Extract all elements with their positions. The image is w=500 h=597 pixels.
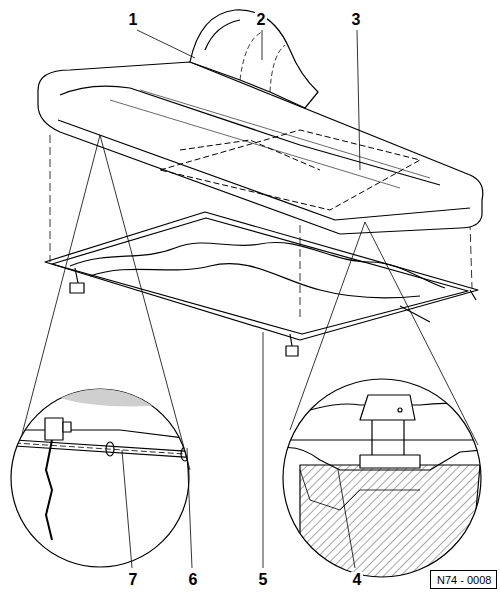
line-art	[58, 120, 470, 220]
line-art	[205, 20, 240, 50]
callout-number: 6	[187, 572, 200, 588]
line-art	[60, 86, 440, 185]
line-art	[360, 395, 415, 420]
line-art	[52, 218, 468, 334]
callout-number: 5	[257, 572, 270, 588]
line-art	[400, 290, 476, 322]
line-art	[63, 422, 71, 432]
line-art	[137, 30, 195, 58]
line-art	[45, 212, 478, 340]
line-art	[187, 448, 192, 568]
figure-number-box: N74 - 0008	[430, 570, 497, 589]
line-art	[15, 443, 200, 455]
line-art	[338, 470, 355, 568]
line-art	[300, 470, 420, 510]
line-art	[160, 130, 420, 210]
callout-number: 3	[350, 12, 363, 28]
line-art	[190, 10, 318, 108]
line-art	[11, 389, 189, 567]
line-art	[262, 30, 263, 60]
callout-number: 1	[127, 12, 140, 28]
line-art	[15, 440, 200, 458]
line-art	[286, 334, 298, 356]
line-art	[70, 268, 84, 293]
line-art	[110, 90, 430, 188]
line-art	[106, 442, 114, 456]
line-art	[10, 10, 483, 580]
line-art	[10, 380, 200, 540]
line-art	[180, 140, 320, 170]
line-art	[45, 418, 63, 440]
figure-number: N74 - 0008	[437, 575, 490, 586]
line-art	[398, 408, 402, 412]
line-art	[282, 395, 482, 580]
line-art	[282, 448, 482, 471]
line-art	[372, 420, 404, 455]
line-art	[240, 32, 285, 92]
line-art	[282, 439, 482, 440]
line-art	[10, 430, 200, 440]
callout-number: 2	[255, 12, 268, 28]
line-art	[263, 332, 264, 568]
line-art	[122, 450, 132, 568]
line-art	[70, 242, 445, 288]
line-art	[357, 30, 360, 170]
callout-number: 4	[351, 572, 364, 588]
line-art	[360, 455, 420, 468]
line-art	[300, 465, 480, 580]
line-art	[46, 440, 52, 540]
callout-number: 7	[127, 572, 140, 588]
line-art	[10, 380, 200, 415]
